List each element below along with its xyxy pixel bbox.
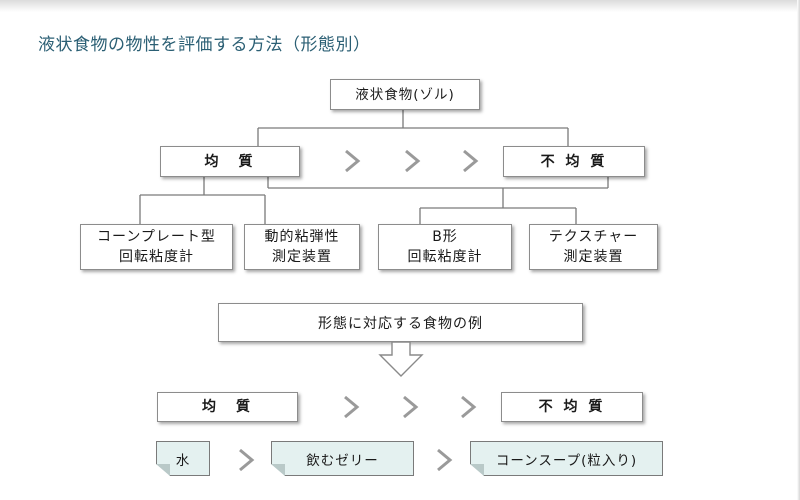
chevron-icon xyxy=(461,395,477,419)
method-dynamic-viscoelastic: 動的粘弾性 測定装置 xyxy=(244,224,360,270)
method-b-type: B形 回転粘度計 xyxy=(378,224,512,270)
top-band xyxy=(0,0,800,12)
chevron-icon xyxy=(405,149,421,173)
homogeneous-box: 均 質 xyxy=(160,146,300,177)
example-drinkable-jelly: 飲むゼリー xyxy=(271,441,414,476)
examples-header-box: 形態に対応する食物の例 xyxy=(218,303,583,342)
slide-title: 液状食物の物性を評価する方法（形態別） xyxy=(38,35,371,55)
right-edge-shadow xyxy=(797,0,800,500)
chevron-icon xyxy=(463,149,479,173)
method-cone-plate: コーンプレート型 回転粘度計 xyxy=(80,224,233,270)
root-box: 液状食物(ゾル) xyxy=(330,79,480,110)
chevron-icon xyxy=(345,149,361,173)
arrow-down-icon xyxy=(378,342,424,377)
example-water: 水 xyxy=(156,441,210,476)
heterogeneous-box: 不 均 質 xyxy=(503,146,645,177)
examples-heterogeneous-box: 不 均 質 xyxy=(501,392,643,422)
chevron-icon xyxy=(403,395,419,419)
chevron-icon xyxy=(344,395,360,419)
chevron-icon xyxy=(239,448,255,472)
examples-homogeneous-box: 均 質 xyxy=(157,392,298,422)
method-texture: テクスチャー 測定装置 xyxy=(529,224,658,270)
chevron-icon xyxy=(437,448,453,472)
example-corn-soup: コーンスープ(粒入り) xyxy=(470,441,663,476)
